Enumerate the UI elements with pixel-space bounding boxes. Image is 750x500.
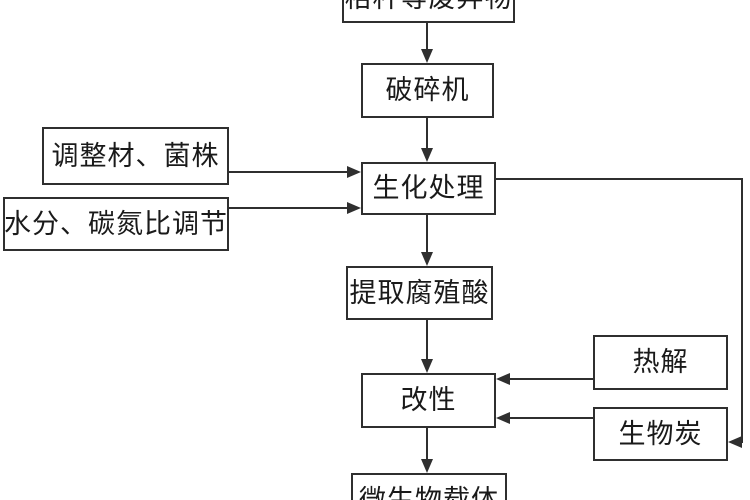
- node-modification-label: 改性: [400, 385, 457, 415]
- node-moisture-cn-ratio: 水分、碳氮比调节: [3, 197, 229, 251]
- node-pyrolysis: 热解: [593, 335, 728, 390]
- edge-biochem-to-humic: [421, 215, 433, 266]
- node-microbial-carrier-label: 微生物载体: [359, 484, 499, 500]
- node-adjust-material-label: 调整材、菌株: [51, 140, 220, 171]
- node-pyrolysis-label: 热解: [632, 347, 689, 377]
- node-biochar-label: 生物炭: [618, 418, 703, 449]
- node-straw-waste: 秸秆等废弃物: [342, 0, 515, 23]
- node-biochem-treatment: 生化处理: [361, 162, 496, 215]
- edge-adjust-to-biochem: [229, 166, 361, 178]
- node-modification: 改性: [361, 373, 496, 428]
- node-moisture-cn-ratio-label: 水分、碳氮比调节: [4, 208, 228, 239]
- node-biochar: 生物炭: [593, 407, 728, 461]
- node-humic-acid-extraction-label: 提取腐殖酸: [349, 277, 490, 308]
- node-microbial-carrier: 微生物载体: [351, 473, 507, 500]
- node-straw-waste-label: 秸秆等废弃物: [345, 0, 513, 12]
- node-adjust-material: 调整材、菌株: [42, 127, 229, 185]
- node-biochem-treatment-label: 生化处理: [372, 173, 485, 203]
- node-crusher: 破碎机: [361, 63, 494, 118]
- edge-crusher-to-biochem: [421, 118, 433, 162]
- edge-biochar-to-modify: [496, 412, 593, 424]
- node-humic-acid-extraction: 提取腐殖酸: [346, 266, 493, 320]
- node-crusher-label: 破碎机: [385, 75, 470, 105]
- edge-humic-to-modify: [421, 320, 433, 373]
- edge-modify-to-carrier: [421, 428, 433, 473]
- edge-waste-to-crusher: [421, 23, 433, 63]
- edge-moisture-to-biochem: [229, 202, 361, 214]
- edge-pyrolysis-to-modify: [496, 373, 593, 385]
